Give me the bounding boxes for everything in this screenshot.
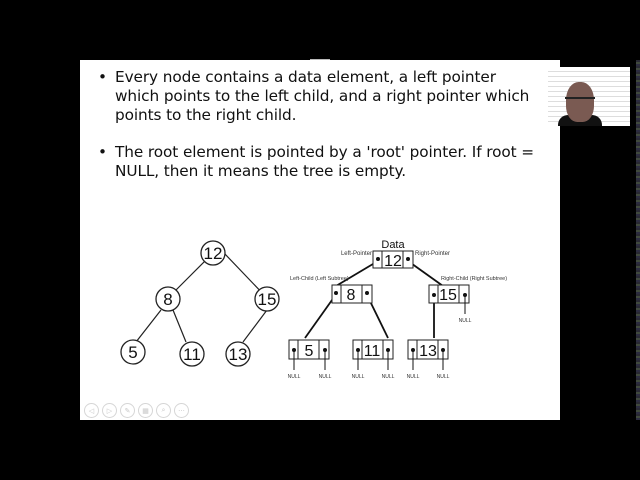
null-label: NULL [382, 374, 395, 380]
tree-node [120, 339, 146, 365]
node-value: 11 [364, 343, 381, 360]
node-value: 15 [258, 290, 277, 309]
bullet-text: Every node contains a data element, a le… [115, 68, 530, 124]
presenter-webcam-overlay [548, 67, 630, 126]
linked-node-root [372, 250, 414, 269]
node-value: 8 [163, 290, 172, 309]
simple-binary-tree: 12 8 15 5 11 13 [120, 240, 280, 367]
grid-icon: ▦ [142, 406, 149, 415]
linked-node [428, 284, 470, 304]
null-label: NULL [437, 374, 450, 380]
node-value: 11 [183, 345, 201, 364]
presenter-glasses [565, 97, 595, 103]
next-slide-button[interactable]: ▷ [102, 403, 117, 418]
arrow-left-icon: ◁ [88, 406, 95, 415]
linked-tree-diagram: 12 Data Left-Pointer Right-Pointer Left-… [288, 239, 508, 380]
linked-node [331, 284, 373, 304]
right-child-label: Right-Child (Right Subtree) [441, 276, 507, 282]
bullet-item: • Every node contains a data element, a l… [96, 68, 536, 125]
node-value: 5 [128, 343, 137, 362]
null-label: NULL [352, 374, 365, 380]
right-pointer-label: Right-Pointer [415, 251, 450, 257]
tree-node [254, 286, 280, 312]
presenter-face [566, 82, 594, 122]
see-all-slides-button[interactable]: ▦ [138, 403, 153, 418]
node-value: 15 [439, 287, 457, 304]
left-child-label: Left-Child (Left Subtree) [290, 276, 349, 282]
pen-button[interactable]: ✎ [120, 403, 135, 418]
slideshow-toolbar: ◁ ▷ ✎ ▦ ⌕ ··· [84, 403, 189, 418]
previous-slide-button[interactable]: ◁ [84, 403, 99, 418]
bullet-item: • The root element is pointed by a 'root'… [96, 143, 536, 181]
left-pointer-label: Left-Pointer [341, 251, 372, 257]
video-edge-artifact [636, 60, 640, 420]
bullet-dot: • [98, 68, 107, 86]
node-value: 12 [204, 244, 223, 263]
node-value: 13 [229, 345, 248, 364]
more-options-button[interactable]: ··· [174, 403, 189, 418]
tree-node [200, 240, 226, 266]
zoom-button[interactable]: ⌕ [156, 403, 171, 418]
tree-node [155, 286, 181, 312]
null-label: NULL [319, 374, 332, 380]
null-label: NULL [288, 374, 301, 380]
bullet-text: The root element is pointed by a 'root' … [115, 143, 535, 180]
tree-node [225, 341, 251, 367]
presentation-slide: • Every node contains a data element, a l… [80, 60, 560, 420]
null-label: NULL [407, 374, 420, 380]
bullet-dot: • [98, 143, 107, 161]
node-value: 8 [347, 287, 356, 304]
node-value: 13 [419, 343, 437, 360]
arrow-right-icon: ▷ [106, 406, 113, 415]
pen-icon: ✎ [124, 406, 131, 415]
bullet-list: • Every node contains a data element, a l… [96, 68, 536, 181]
null-label: NULL [459, 318, 472, 324]
node-value: 12 [384, 253, 402, 270]
node-value: 5 [305, 343, 314, 360]
ellipsis-icon: ··· [178, 406, 185, 415]
data-label: Data [381, 239, 405, 251]
tree-node [179, 341, 205, 367]
magnifier-icon: ⌕ [161, 406, 166, 414]
